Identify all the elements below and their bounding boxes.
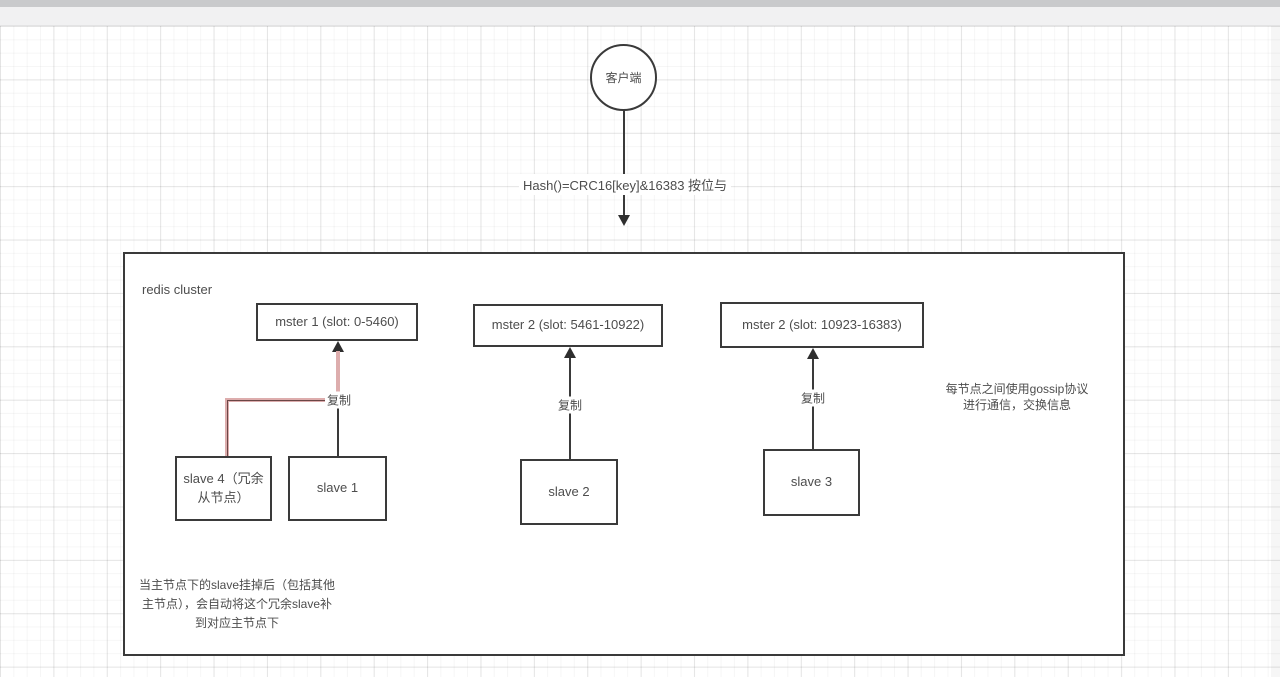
slave4-node[interactable]: slave 4（冗余从节点） bbox=[175, 456, 272, 521]
replication-label-3: 复制 bbox=[798, 389, 828, 407]
failover-note-line1: 当主节点下的slave挂掉后（包括其他 bbox=[138, 578, 335, 592]
app-toolbar-strip bbox=[0, 7, 1280, 26]
master2-node[interactable]: mster 2 (slot: 5461-10922) bbox=[473, 304, 663, 347]
gossip-note-line1: 每节点之间使用gossip协议 bbox=[945, 382, 1089, 396]
connector-slave4-core-horizontal bbox=[226, 399, 339, 401]
gossip-note-line2: 进行通信，交换信息 bbox=[962, 397, 1071, 412]
client-node[interactable]: 客户端 bbox=[590, 44, 657, 111]
connector-client-cluster-arrowhead bbox=[618, 215, 630, 226]
master3-label: mster 2 (slot: 10923-16383) bbox=[742, 316, 902, 332]
master1-label: mster 1 (slot: 0-5460) bbox=[275, 313, 399, 329]
failover-note-line3: 到对应主节点下 bbox=[194, 616, 279, 631]
connector-slave2-master2-arrowhead bbox=[564, 347, 576, 358]
connector-slave3-master3-arrowhead bbox=[807, 348, 819, 359]
hash-formula-label[interactable]: Hash()=CRC16[key]&16383 按位与 bbox=[518, 174, 732, 195]
diagram-canvas[interactable]: 客户端 Hash()=CRC16[key]&16383 按位与 redis cl… bbox=[0, 26, 1280, 677]
slave3-label: slave 3 bbox=[790, 474, 833, 490]
redis-cluster-container[interactable]: redis cluster mster 1 (slot: 0-5460) mst… bbox=[123, 252, 1125, 656]
connector-slave4-segment-shared[interactable] bbox=[336, 351, 340, 402]
slave1-label: slave 1 bbox=[316, 480, 359, 496]
cluster-title: redis cluster bbox=[142, 282, 213, 297]
canvas-right-edge-scroll-area[interactable] bbox=[1271, 26, 1280, 677]
failover-note[interactable]: 当主节点下的slave挂掉后（包括其他 主节点），会自动将这个冗余slave补 … bbox=[127, 576, 347, 634]
slave1-node[interactable]: slave 1 bbox=[288, 456, 387, 521]
connector-slave4-core-vertical bbox=[226, 399, 228, 456]
replication-label-1: 复制 bbox=[324, 391, 354, 409]
master2-label: mster 2 (slot: 5461-10922) bbox=[491, 317, 645, 333]
connector-client-cluster[interactable] bbox=[623, 84, 625, 215]
master1-node[interactable]: mster 1 (slot: 0-5460) bbox=[256, 303, 418, 341]
slave3-node[interactable]: slave 3 bbox=[763, 449, 860, 516]
gossip-note[interactable]: 每节点之间使用gossip协议 进行通信，交换信息 bbox=[907, 382, 1127, 413]
slave2-label: slave 2 bbox=[548, 483, 590, 499]
failover-note-line2: 主节点），会自动将这个冗余slave补 bbox=[141, 597, 332, 612]
master3-node[interactable]: mster 2 (slot: 10923-16383) bbox=[720, 302, 924, 348]
client-node-label: 客户端 bbox=[605, 71, 642, 85]
slave2-node[interactable]: slave 2 bbox=[520, 459, 618, 525]
slave4-label: slave 4（冗余从节点） bbox=[183, 470, 264, 505]
window-toolbar-strip bbox=[0, 0, 1280, 7]
replication-label-2: 复制 bbox=[555, 396, 585, 414]
connector-slave1-master1-arrowhead bbox=[332, 341, 344, 352]
